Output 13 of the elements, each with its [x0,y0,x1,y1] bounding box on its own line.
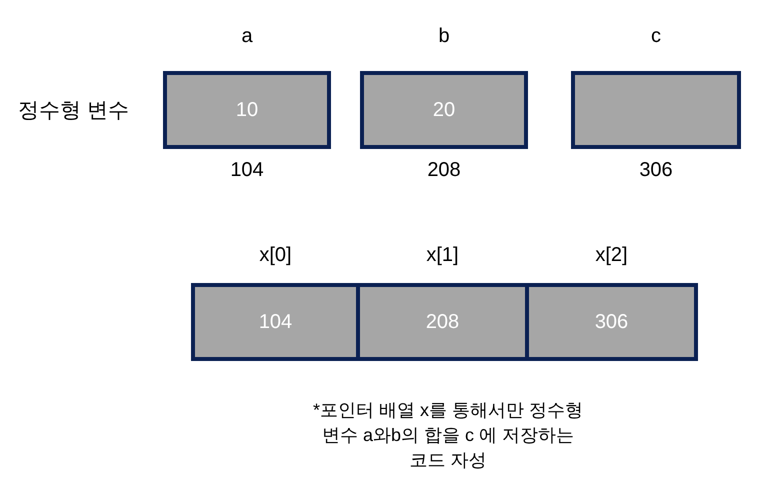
variable-name: c [650,24,662,49]
variable-name: a [240,24,254,49]
row-label: 정수형 변수 [18,98,129,124]
value-box: 20 [360,71,528,149]
variable-name: x[0] [258,243,293,268]
variable-name: x[1] [425,243,460,268]
address-label: 208 [426,158,462,183]
variable-name: x[2] [594,243,629,268]
variable-name: b [437,24,451,49]
value-box: 10 [163,71,331,149]
address-label: 104 [229,158,265,183]
note-text: *포인터 배열 x를 통해서만 정수형 변수 a와b의 합을 c 에 저장하는 코드 자성 [312,399,584,472]
address-label: 306 [638,158,674,183]
